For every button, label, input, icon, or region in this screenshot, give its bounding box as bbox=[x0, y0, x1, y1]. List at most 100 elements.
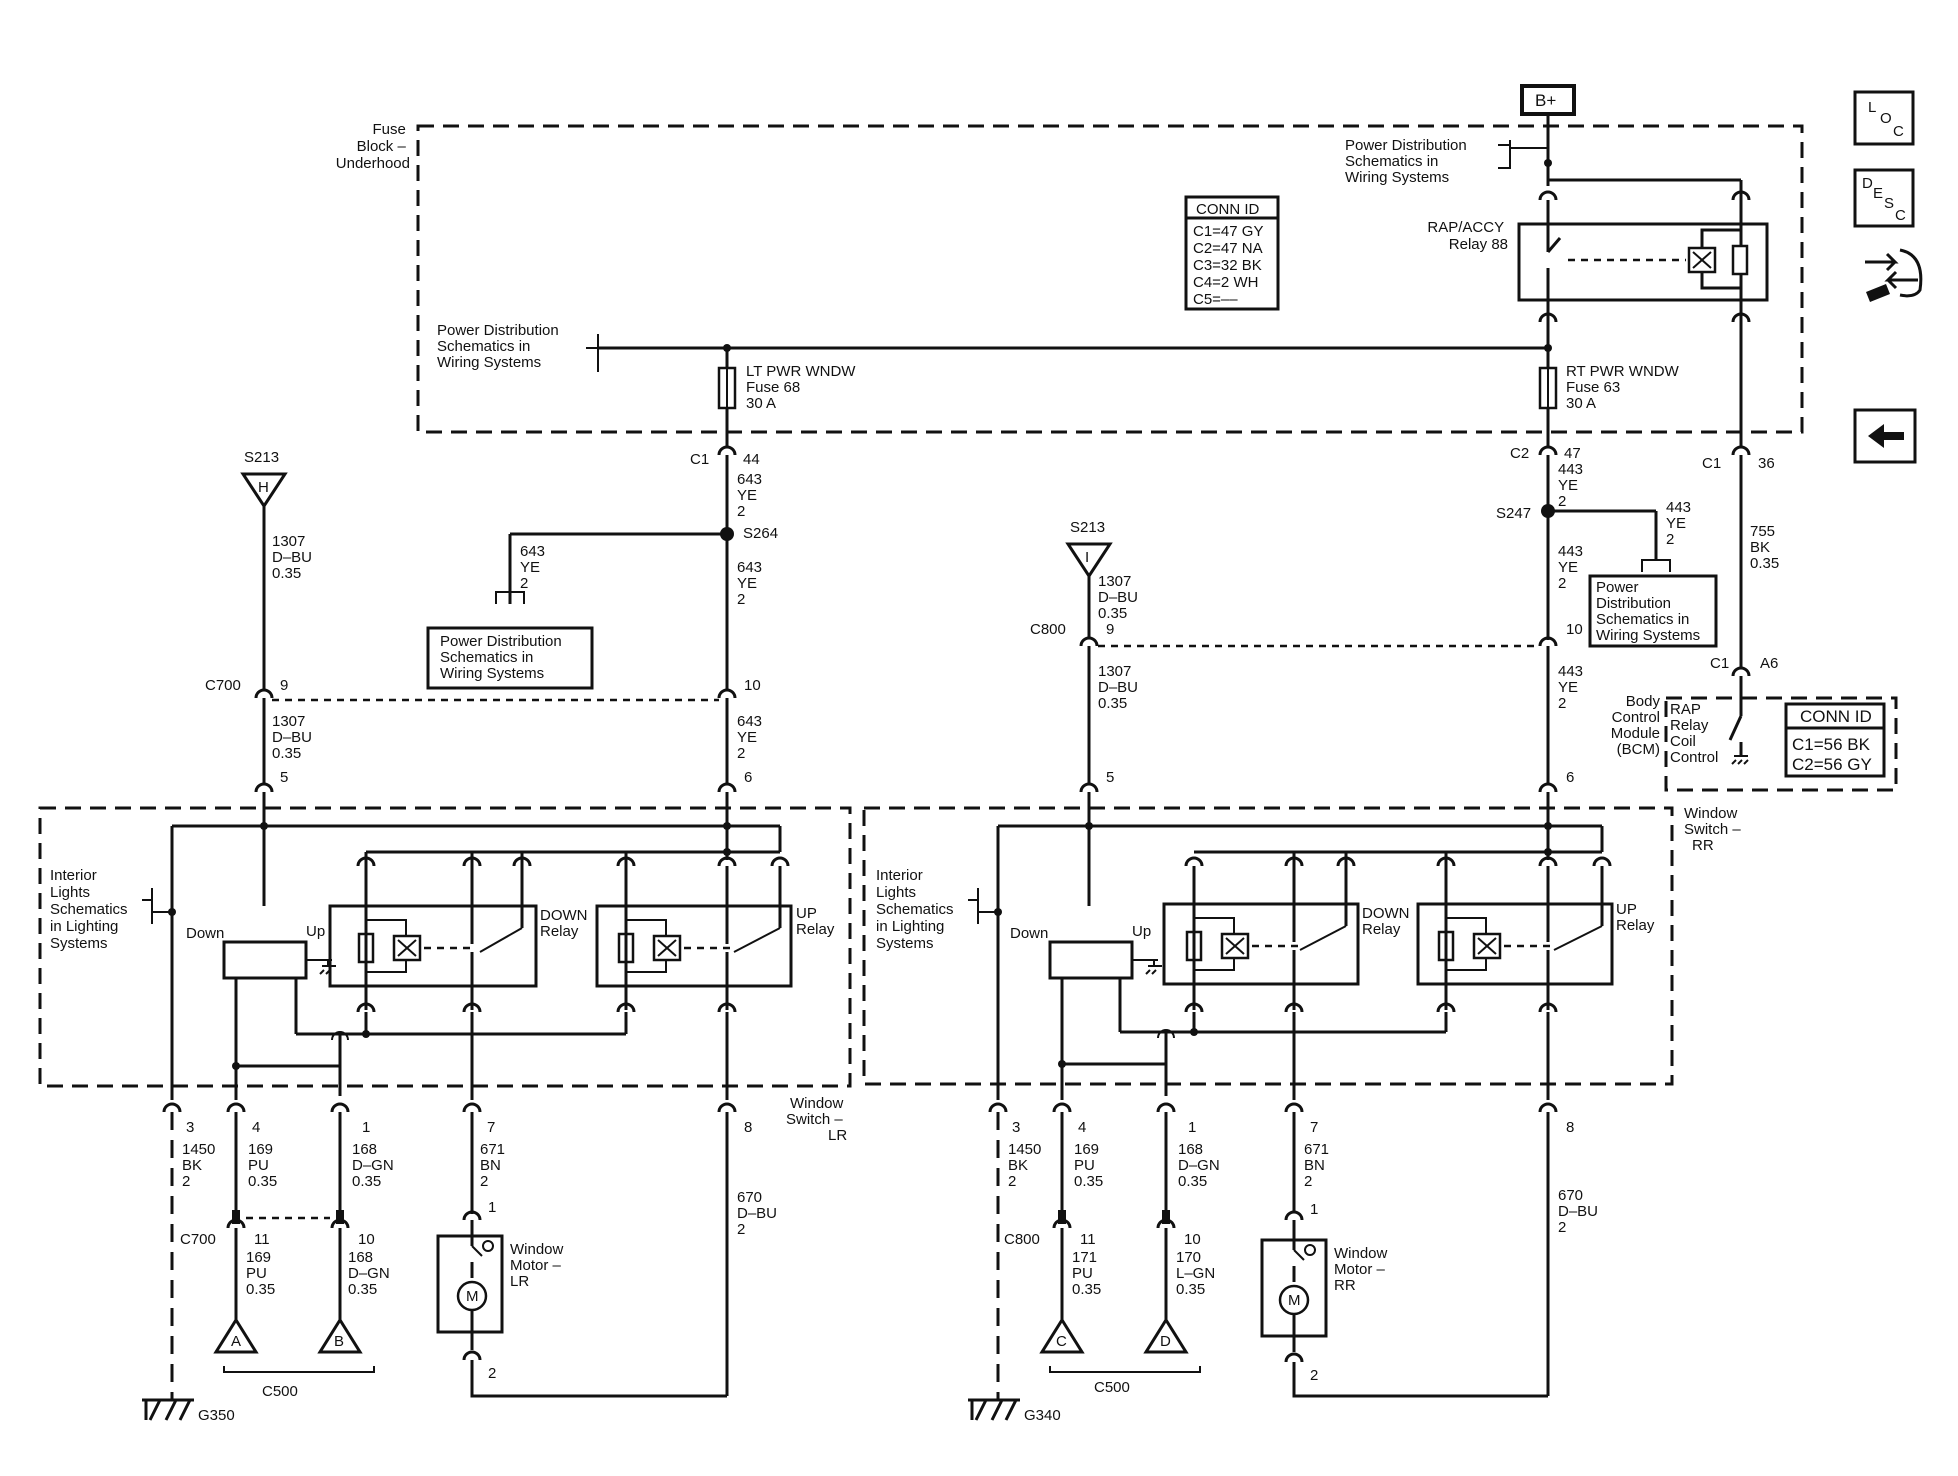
svg-text:A: A bbox=[231, 1333, 241, 1350]
window-switch-lr-body[interactable] bbox=[222, 940, 308, 980]
splice-a: A bbox=[213, 1317, 259, 1354]
svg-text:O: O bbox=[1880, 110, 1892, 127]
svg-text:C2: C2 bbox=[1510, 445, 1529, 462]
svg-text:4: 4 bbox=[1078, 1119, 1086, 1136]
svg-text:S213: S213 bbox=[1070, 519, 1105, 536]
wrench-icon[interactable] bbox=[1865, 248, 1923, 302]
svg-text:I: I bbox=[1085, 549, 1089, 566]
svg-text:M: M bbox=[466, 1288, 479, 1305]
svg-text:L: L bbox=[1868, 99, 1876, 116]
rap-accy-relay bbox=[1517, 180, 1769, 324]
window-switch-rr-body[interactable] bbox=[1048, 940, 1134, 980]
svg-text:6: 6 bbox=[744, 769, 752, 786]
svg-text:C2=56 GY: C2=56 GY bbox=[1792, 755, 1872, 774]
svg-text:G340: G340 bbox=[1024, 1407, 1061, 1424]
svg-text:2: 2 bbox=[488, 1365, 496, 1382]
svg-text:9: 9 bbox=[280, 677, 288, 694]
svg-text:C1: C1 bbox=[1702, 455, 1721, 472]
svg-text:10: 10 bbox=[1184, 1231, 1201, 1248]
svg-text:B: B bbox=[334, 1333, 344, 1350]
svg-text:C: C bbox=[1056, 1333, 1067, 1350]
window-motor-rr: M bbox=[1260, 1220, 1328, 1352]
svg-text:Up: Up bbox=[1132, 923, 1151, 940]
svg-text:C1=47 GY: C1=47 GY bbox=[1193, 223, 1263, 240]
back-arrow-icon[interactable] bbox=[1853, 408, 1917, 464]
svg-text:S213: S213 bbox=[244, 449, 279, 466]
svg-text:E: E bbox=[1873, 185, 1883, 202]
splice-b: B bbox=[317, 1317, 363, 1354]
loc-nav-icon[interactable]: LOC bbox=[1853, 90, 1915, 146]
svg-text:1: 1 bbox=[362, 1119, 370, 1136]
svg-text:C1: C1 bbox=[690, 451, 709, 468]
svg-text:G350: G350 bbox=[198, 1407, 235, 1424]
svg-text:C500: C500 bbox=[1094, 1379, 1130, 1396]
svg-text:1: 1 bbox=[1188, 1119, 1196, 1136]
down-relay-rr bbox=[1162, 852, 1360, 1014]
pds-fuse-bus-label: Power Distribution Schematics in Wiring … bbox=[437, 322, 563, 371]
svg-text:C700: C700 bbox=[180, 1231, 216, 1248]
svg-text:10: 10 bbox=[358, 1231, 375, 1248]
svg-text:A6: A6 bbox=[1760, 655, 1778, 672]
splice-s213-i: S213 I bbox=[1065, 519, 1113, 579]
svg-text:C4=2 WH: C4=2 WH bbox=[1193, 274, 1258, 291]
window-switch-rr-boundary bbox=[862, 806, 1674, 1086]
conn-id-box-1: CONN ID C1=47 GY C2=47 NA C3=32 BK C4=2 … bbox=[1184, 195, 1280, 311]
svg-text:C700: C700 bbox=[205, 677, 241, 694]
splice-d: D bbox=[1143, 1317, 1189, 1354]
svg-text:10: 10 bbox=[744, 677, 761, 694]
svg-text:44: 44 bbox=[743, 451, 760, 468]
svg-text:8: 8 bbox=[744, 1119, 752, 1136]
rt-pwr-wndw-fuse bbox=[1538, 320, 1558, 448]
svg-text:7: 7 bbox=[1310, 1119, 1318, 1136]
svg-text:5: 5 bbox=[280, 769, 288, 786]
up-relay-rr bbox=[1416, 852, 1614, 1014]
svg-text:S264: S264 bbox=[743, 525, 778, 542]
splice-c: C bbox=[1039, 1317, 1085, 1354]
svg-text:3: 3 bbox=[186, 1119, 194, 1136]
down-relay-lr bbox=[328, 852, 538, 1014]
conn-id-box-2: CONN ID C1=56 BK C2=56 GY bbox=[1784, 702, 1886, 778]
svg-text:4: 4 bbox=[252, 1119, 260, 1136]
lt-pwr-wndw-fuse bbox=[717, 348, 737, 448]
ground-g350 bbox=[142, 1398, 194, 1421]
svg-text:6: 6 bbox=[1566, 769, 1574, 786]
svg-text:D: D bbox=[1160, 1333, 1171, 1350]
svg-text:H: H bbox=[258, 479, 269, 496]
svg-text:C800: C800 bbox=[1030, 621, 1066, 638]
svg-text:C: C bbox=[1895, 207, 1906, 224]
svg-text:S247: S247 bbox=[1496, 505, 1531, 522]
fuse-block-boundary bbox=[416, 124, 1804, 434]
window-motor-lr: M bbox=[436, 1220, 504, 1350]
svg-text:CONN ID: CONN ID bbox=[1800, 707, 1872, 726]
svg-text:7: 7 bbox=[487, 1119, 495, 1136]
svg-text:Down: Down bbox=[186, 925, 224, 942]
svg-text:C800: C800 bbox=[1004, 1231, 1040, 1248]
